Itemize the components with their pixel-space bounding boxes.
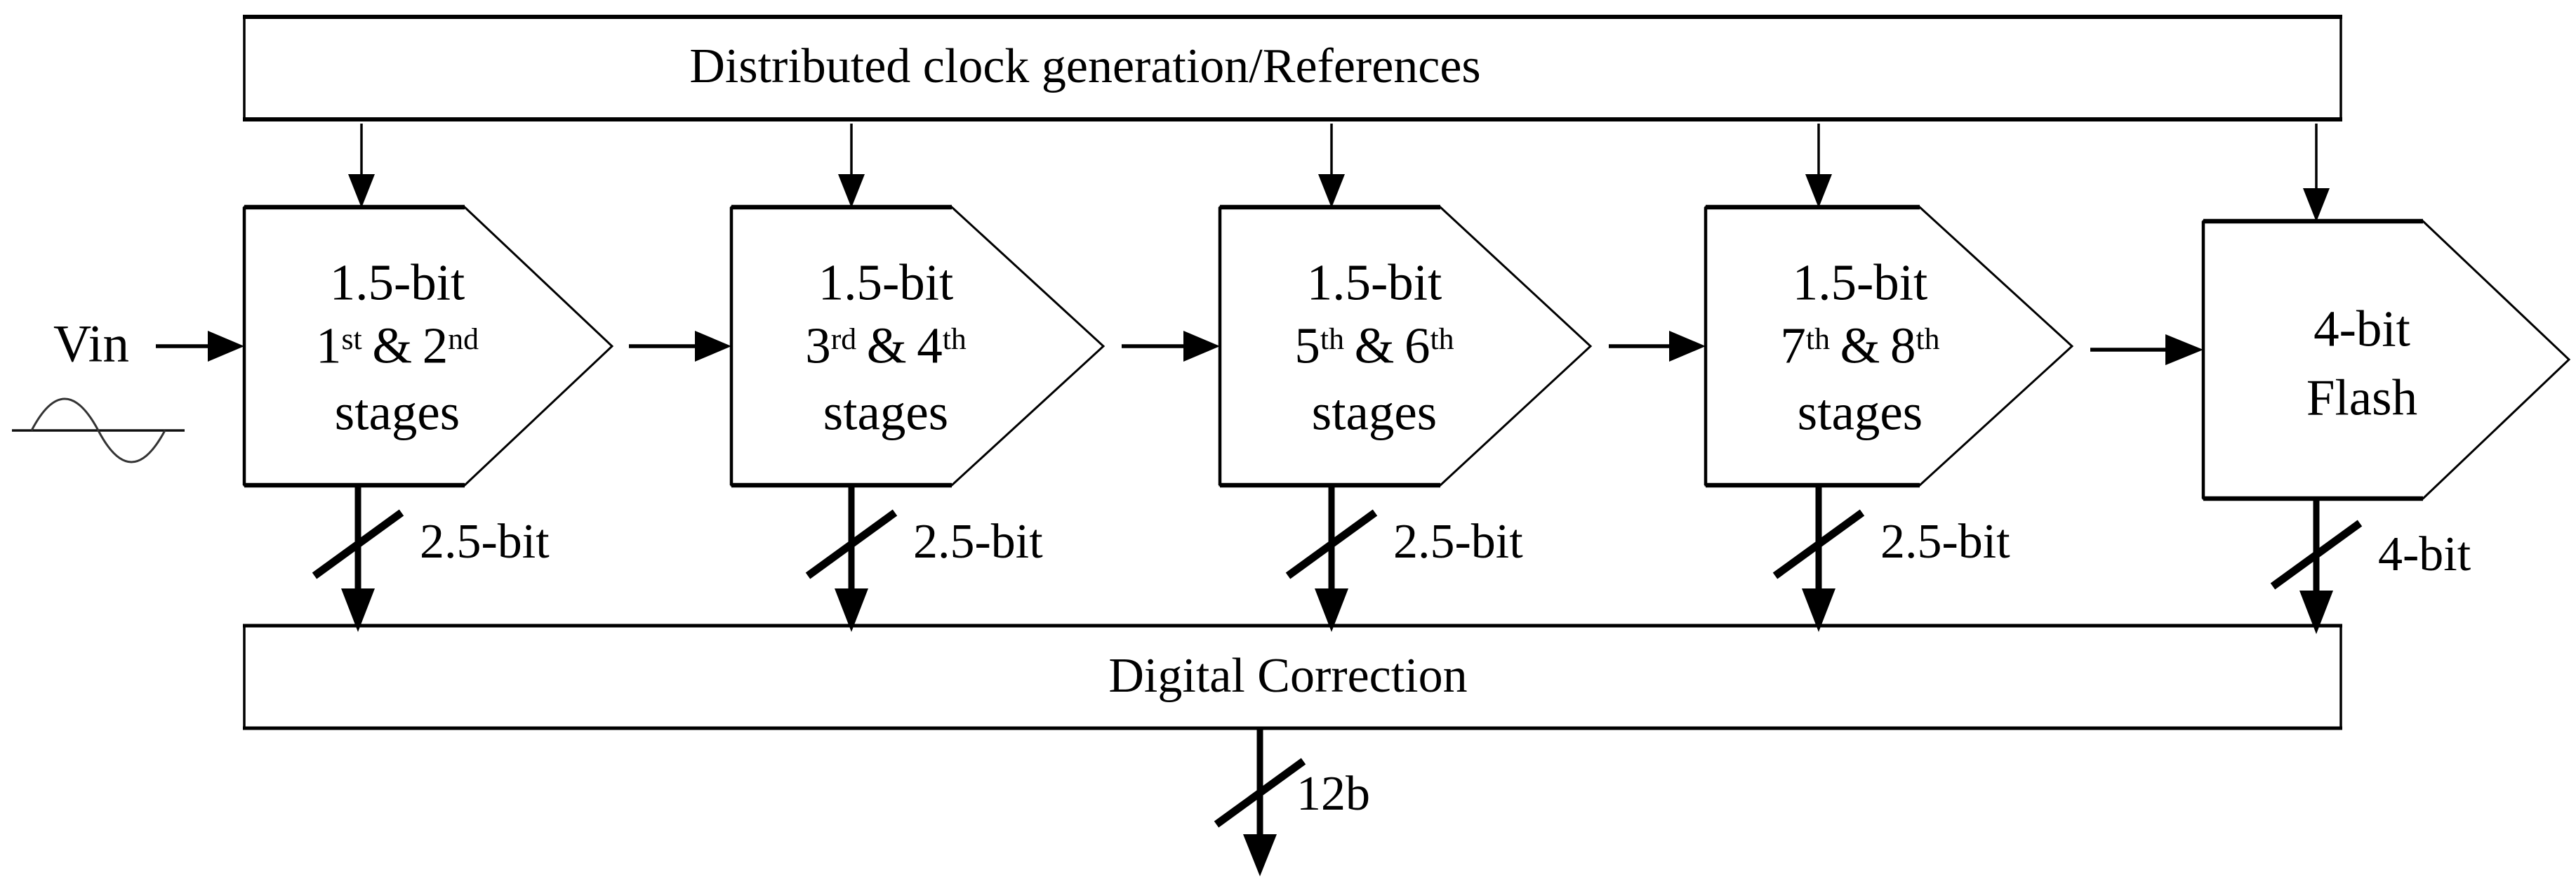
bus-arrow-1-head: [341, 588, 375, 632]
stage-4-ordinals: 7th&8th: [1780, 320, 1939, 371]
stage-2-sup2: th: [942, 322, 967, 356]
output-arrow-head: [1243, 834, 1277, 876]
bus-arrow-3: [1285, 487, 1378, 632]
output-slash: [1214, 758, 1306, 828]
stage-4-word: stages: [1797, 383, 1923, 441]
output-bus-label: 12b: [1296, 767, 1370, 821]
stage-3-word: stages: [1311, 383, 1438, 441]
correction-box-label: Digital Correction: [1108, 649, 1468, 703]
bus-slash-2: [805, 509, 898, 579]
clock-box: [243, 15, 2342, 121]
stage-4-ord1: 7: [1780, 317, 1806, 374]
bus-slash-3: [1285, 509, 1378, 579]
clock-arrow-5: [2303, 124, 2330, 222]
stage-2-amp: &: [866, 317, 907, 374]
interstage-arrow-4-head: [2165, 334, 2203, 365]
interstage-arrow-1-head: [695, 331, 731, 362]
stage-4-resolution: 1.5-bit: [1792, 253, 1928, 311]
stage-3-sup1: th: [1320, 322, 1345, 356]
stage-2-ordinals: 3rd&4th: [805, 320, 967, 371]
clock-arrow-1: [348, 124, 375, 208]
stage-4-block: [1704, 204, 2074, 488]
stage-3-ord1: 5: [1294, 317, 1320, 374]
stage-3-amp: &: [1354, 317, 1395, 374]
stage-2-ord1: 3: [805, 317, 831, 374]
vin-label: Vin: [53, 315, 129, 374]
interstage-arrow-3-head: [1669, 331, 1706, 362]
flash-block-outline: [2202, 220, 2571, 500]
flash-bus-label: 4-bit: [2378, 527, 2471, 581]
stage-3-resolution: 1.5-bit: [1306, 253, 1442, 311]
clock-arrow-3: [1318, 124, 1345, 208]
interstage-arrow-2: [1122, 331, 1220, 362]
flash-block: [2201, 218, 2571, 501]
stage-2-resolution: 1.5-bit: [818, 253, 954, 311]
bus-arrow-4: [1772, 487, 1865, 632]
vin-arrow-head: [208, 331, 244, 362]
stage-4-amp: &: [1840, 317, 1880, 374]
clock-arrow-3-head: [1318, 174, 1345, 208]
stage-1-amp: &: [372, 317, 413, 374]
interstage-arrow-4: [2090, 334, 2203, 365]
bus-label-3: 2.5-bit: [1393, 515, 1523, 569]
interstage-arrow-3: [1609, 331, 1706, 362]
stage-4-ord2: 8: [1890, 317, 1916, 374]
stage-2-block: [729, 204, 1106, 488]
bus-arrow-3-head: [1315, 588, 1348, 632]
clock-arrow-2-head: [838, 174, 865, 208]
interstage-arrow-2-head: [1183, 331, 1220, 362]
correction-box: [243, 624, 2342, 730]
vin-arrow: [156, 331, 244, 362]
clock-arrow-2: [838, 124, 865, 208]
stage-3-ordinals: 5th&6th: [1294, 320, 1454, 371]
interstage-arrow-1: [629, 331, 731, 362]
bus-slash-1: [312, 509, 404, 579]
stage-1-sup2: nd: [448, 322, 479, 356]
flash-name: Flash: [2306, 369, 2418, 426]
stage-1-resolution: 1.5-bit: [329, 253, 465, 311]
stage-2-sup1: rd: [830, 322, 857, 356]
stage-1-word: stages: [334, 383, 460, 441]
clock-arrow-4: [1805, 124, 1832, 208]
stage-1-sup1: st: [341, 322, 362, 356]
flash-resolution: 4-bit: [2313, 300, 2410, 357]
bus-arrow-4-head: [1802, 588, 1835, 632]
bus-slash-4: [1772, 509, 1865, 579]
output-arrow: [1214, 730, 1306, 876]
clock-arrow-5-head: [2303, 188, 2330, 222]
clock-arrow-4-head: [1805, 174, 1832, 208]
clock-arrow-1-head: [348, 174, 375, 208]
bus-arrow-2: [805, 487, 898, 632]
flash-bus-arrow-head: [2299, 591, 2333, 634]
stage-4-sup2: th: [1916, 322, 1940, 356]
stage-3-sup2: th: [1430, 322, 1454, 356]
bus-label-2: 2.5-bit: [913, 515, 1043, 569]
sine-curve: [30, 397, 166, 463]
stage-2-ord2: 4: [917, 317, 943, 374]
bus-arrow-2-head: [835, 588, 868, 632]
bus-label-1: 2.5-bit: [420, 515, 550, 569]
bus-label-4: 2.5-bit: [1880, 515, 2010, 569]
flash-bus-arrow: [2270, 500, 2363, 634]
bus-arrow-1: [312, 487, 404, 632]
stage-4-sup1: th: [1805, 322, 1831, 356]
flash-bus-slash: [2270, 520, 2363, 590]
stage-3-ord2: 6: [1404, 317, 1430, 374]
sine-wave-icon: [12, 397, 185, 463]
stage-1-ordinals: 1st&2nd: [316, 320, 479, 371]
stage-1-ord2: 2: [422, 317, 449, 374]
stage-1-ord1: 1: [316, 317, 342, 374]
stage-2-word: stages: [823, 383, 949, 441]
clock-box-label: Distributed clock generation/References: [689, 39, 1481, 93]
